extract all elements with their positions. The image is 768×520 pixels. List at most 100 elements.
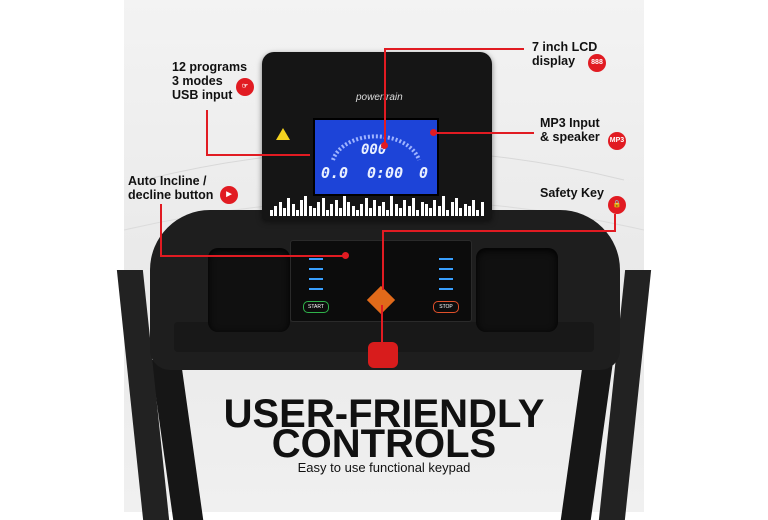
console-graphic-bar [278,202,282,216]
console-graphic-bar [321,198,325,216]
console-graphic-bar [377,206,381,216]
console-graphic-bar [368,208,372,216]
lcd-reading-right: 0 [419,164,429,182]
console-graphic-bar [450,202,454,216]
console-graphic-bar [351,206,355,216]
callout-mp3: MP3 Input & speaker [540,116,600,144]
warning-icon [276,128,290,140]
program-key[interactable] [309,263,323,270]
console-graphic-bar [437,206,441,216]
console-graphic-bar [343,196,347,216]
incline-leader [160,204,162,256]
program-key[interactable] [439,263,453,270]
console-graphic-bar [420,202,424,216]
console-graphic-bar [300,200,304,216]
console-graphic-bar [325,210,329,216]
console-graphic-bar [429,208,433,216]
start-button[interactable]: START [303,301,329,313]
program-key[interactable] [309,253,323,260]
console-graphic-bar [433,200,437,216]
left-cup-holder [208,248,290,332]
brand-logo: powertrain [356,92,403,103]
console-graphic-bar [291,204,295,216]
callout-programs-line2: 3 modes [172,74,223,88]
lcd-display: 000 0.0 0:00 0 [313,118,439,196]
console-graphic-bar [274,206,278,216]
console-graphic-bar [424,204,428,216]
console-graphic-bar [390,196,394,216]
callout-incline-line2: decline button [128,188,214,202]
console-graphic-bar [476,210,480,216]
lcd-dial-icon [331,134,421,161]
console-graphic-bar [295,210,299,216]
programs-leader [206,110,208,154]
headline-line1: USER-FRIENDLY [223,392,545,436]
callout-safety: Safety Key [540,186,604,200]
lcd-leader-dot [381,142,388,149]
callout-programs: 12 programs 3 modes USB input [172,60,247,102]
callout-incline: Auto Incline / decline button [128,174,213,202]
console-graphic-bar [472,200,476,216]
safety-cord [381,305,383,345]
incline-leader-dot [342,252,349,259]
console-graphic-bar [446,210,450,216]
lcd-reading-left: 0.0 [321,164,349,182]
program-key[interactable] [439,273,453,280]
subheadline: Easy to use functional keypad [297,460,471,475]
incline-leader [160,255,346,257]
console-graphic-bar [317,202,321,216]
callout-safety-line1: Safety Key [540,186,604,200]
lcd-reading-middle: 0:00 [367,164,404,182]
safety-leader [614,214,616,232]
console-graphic-bar [399,208,402,216]
console-graphic-bar [356,210,359,216]
stop-button[interactable]: STOP [433,301,459,313]
programs-leader [206,154,310,156]
program-key[interactable] [309,283,323,290]
right-cup-holder [476,248,558,332]
console-graphic-bar [304,196,308,216]
console-graphic-bar [442,196,445,216]
console-graphic-bar [459,208,463,216]
console-graphic-bar [373,200,377,216]
callout-programs-line3: USB input [172,88,233,102]
safety-leader [382,230,384,290]
console-graphic-bar [313,208,316,216]
mp3-icon: MP3 [608,132,626,150]
console-graphic-bar [394,204,398,216]
console-graphic-bar [407,206,411,216]
callout-lcd-line1: 7 inch LCD [532,40,598,54]
mp3-leader [434,132,534,134]
console-graphic-bar [287,198,291,216]
lock-icon: 🔒 [608,196,626,214]
program-key[interactable] [439,283,453,290]
console-graphic-bar [364,198,368,216]
usb-hand-icon: ☞ [236,78,254,96]
console-graphic-bar [463,204,467,216]
incline-arrow-icon: ▶ [220,186,238,204]
lcd-leader [384,48,386,146]
console-graphic-bar [403,200,407,216]
console-graphic-bar [308,206,312,216]
console-graphic-bar [282,208,286,216]
console-graphic-bar [386,210,390,216]
console-graphic-bar [360,204,364,216]
callout-lcd: 7 inch LCD display [532,40,597,68]
callout-lcd-line2: display [532,54,576,68]
console-graphic-bar [467,206,471,216]
mp3-leader-dot [430,129,437,136]
safety-leader [382,230,614,232]
program-key[interactable] [439,253,453,260]
console-graphic-bars [270,194,484,216]
program-key[interactable] [309,273,323,280]
callout-incline-line1: Auto Incline / [128,174,207,188]
console-graphic-bar [334,200,338,216]
console-graphic-bar [270,210,273,216]
safety-key-clip[interactable] [368,342,398,368]
console-graphic-bar [480,202,484,216]
callout-mp3-line1: MP3 Input [540,116,600,130]
lcd-icon: 888 [588,54,606,72]
callout-mp3-line2: & speaker [540,130,600,144]
console-graphic-bar [411,198,415,216]
